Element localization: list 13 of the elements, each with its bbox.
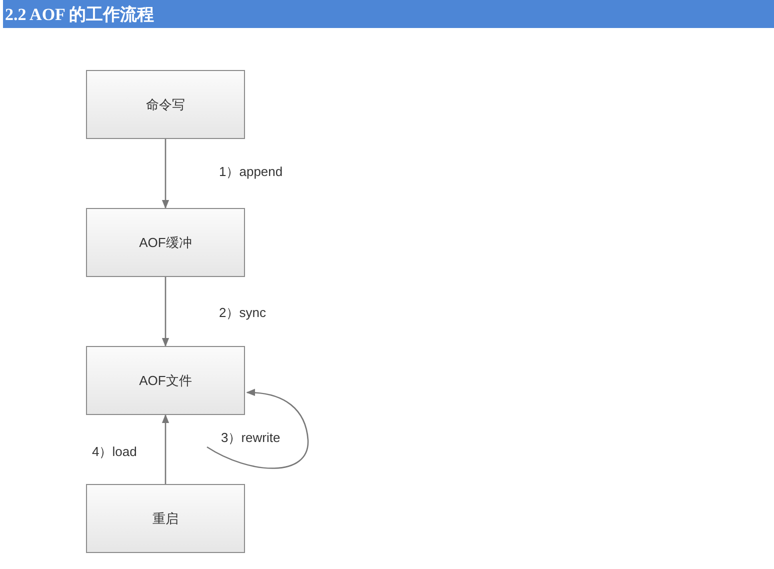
- process-box: [86, 208, 245, 277]
- box-label: AOF缓冲: [139, 234, 192, 252]
- arrow: [162, 139, 170, 209]
- arrow: [162, 414, 170, 484]
- box-label: 重启: [152, 510, 178, 528]
- process-box: [86, 346, 245, 415]
- process-box: [86, 484, 245, 553]
- box-label: 命令写: [146, 96, 185, 114]
- arrow: [162, 277, 170, 347]
- box-label: AOF文件: [139, 372, 192, 390]
- process-box: [86, 70, 245, 139]
- arrow: [206, 389, 309, 469]
- title: 2.2 AOF 的工作流程: [5, 4, 154, 26]
